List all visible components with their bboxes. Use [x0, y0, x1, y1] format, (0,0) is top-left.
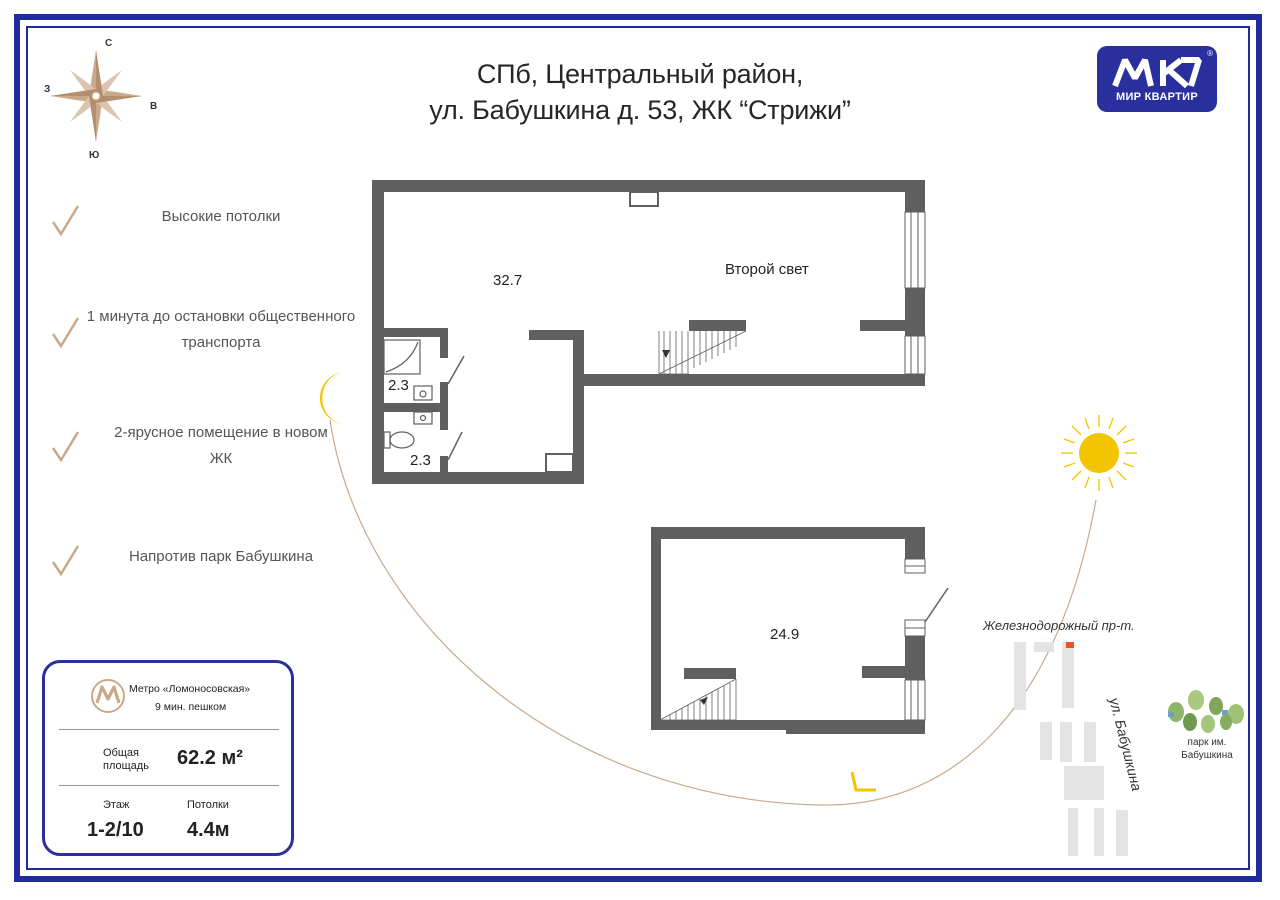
room-area-bath-2: 2.3 — [410, 452, 431, 469]
feature-item: Высокие потолки — [46, 204, 346, 244]
door-icon — [447, 355, 465, 385]
info-card: Метро «Ломоносовская» 9 мин. пешком Обща… — [42, 660, 294, 856]
compass-rose-icon — [50, 50, 142, 142]
sun-icon — [1061, 415, 1137, 491]
second-light-label: Второй свет — [725, 261, 809, 278]
vent-shaft — [545, 453, 574, 473]
brand-logo: ® МИР КВАРТИР — [1097, 46, 1217, 112]
page-title: СПб, Центральный район, ул. Бабушкина д.… — [400, 56, 880, 128]
stairs-arrow-icon — [662, 350, 670, 358]
room-area-bath-1: 2.3 — [388, 377, 409, 394]
metro-name: Метро «Ломоносовская» — [129, 683, 251, 695]
title-line-2: ул. Бабушкина д. 53, ЖК “Стрижи” — [429, 95, 851, 125]
feature-text: Высокие потолки — [161, 208, 281, 225]
floor-label: Этаж — [103, 799, 130, 811]
door-icon — [924, 587, 949, 623]
moon-icon — [319, 372, 348, 425]
checkmark-icon — [51, 431, 80, 462]
street-label: Железнодорожный пр-т. — [983, 618, 1135, 633]
title-line-1: СПб, Центральный район, — [476, 59, 804, 89]
park-trees-icon — [1168, 690, 1244, 733]
logo-mark-icon — [1112, 57, 1202, 89]
feature-text: 1 минута до остановки общественного тран… — [86, 308, 356, 351]
mini-map-buildings — [1014, 642, 1128, 856]
checkmark-icon — [51, 205, 80, 236]
sink-icon — [413, 385, 433, 425]
compass-east-label: В — [150, 101, 158, 112]
logo-registered-mark: ® — [1207, 49, 1213, 58]
checkmark-icon — [51, 545, 80, 576]
metro-walk-time: 9 мин. пешком — [155, 701, 227, 713]
stairs-arrow-icon — [700, 697, 708, 705]
compass-west-label: З — [44, 84, 51, 95]
compass-north-label: С — [105, 38, 113, 49]
floor-value: 1-2/10 — [87, 819, 144, 841]
checkmark-icon — [51, 317, 80, 348]
feature-item: 1 минута до остановки общественного тран… — [46, 304, 355, 360]
upper-floor-walls — [651, 527, 925, 734]
logo-text: МИР КВАРТИР — [1116, 91, 1198, 103]
room-area-upper: 24.9 — [770, 626, 800, 643]
total-area-value: 62.2 м² — [177, 747, 243, 769]
metro-icon — [91, 679, 125, 713]
lower-floor-walls — [372, 180, 925, 484]
vent-shaft — [629, 191, 659, 207]
sun-path-arc — [329, 419, 1097, 806]
compass-rose: С З В Ю — [44, 34, 157, 162]
ceiling-label: Потолки — [187, 799, 229, 811]
door-icon — [447, 431, 463, 461]
lower-floor-windows — [904, 211, 926, 375]
feature-text: 2-ярусное помещение в новом ЖК — [114, 424, 328, 467]
stairs-icon — [658, 330, 747, 375]
feature-item: Напротив парк Бабушкина — [46, 544, 346, 584]
arc-arrow-icon — [850, 771, 876, 792]
inner-frame — [26, 26, 1250, 870]
upper-floor-windows — [904, 558, 926, 721]
compass-south-label: Ю — [89, 150, 100, 161]
shower-icon — [383, 339, 421, 375]
feature-text: Напротив парк Бабушкина — [128, 548, 314, 565]
ceiling-value: 4.4м — [187, 819, 230, 841]
room-area-main: 32.7 — [493, 272, 523, 289]
card-divider — [59, 729, 279, 730]
total-area-label: Общая площадь — [103, 747, 149, 772]
toilet-icon — [383, 431, 415, 449]
outer-frame — [14, 14, 1262, 882]
feature-item: 2-ярусное помещение в новом ЖК — [46, 420, 346, 476]
park-label: парк им. Бабушкина — [1181, 737, 1233, 761]
building-marker — [1066, 642, 1074, 648]
card-divider — [59, 785, 279, 786]
stairs-icon — [659, 678, 737, 721]
